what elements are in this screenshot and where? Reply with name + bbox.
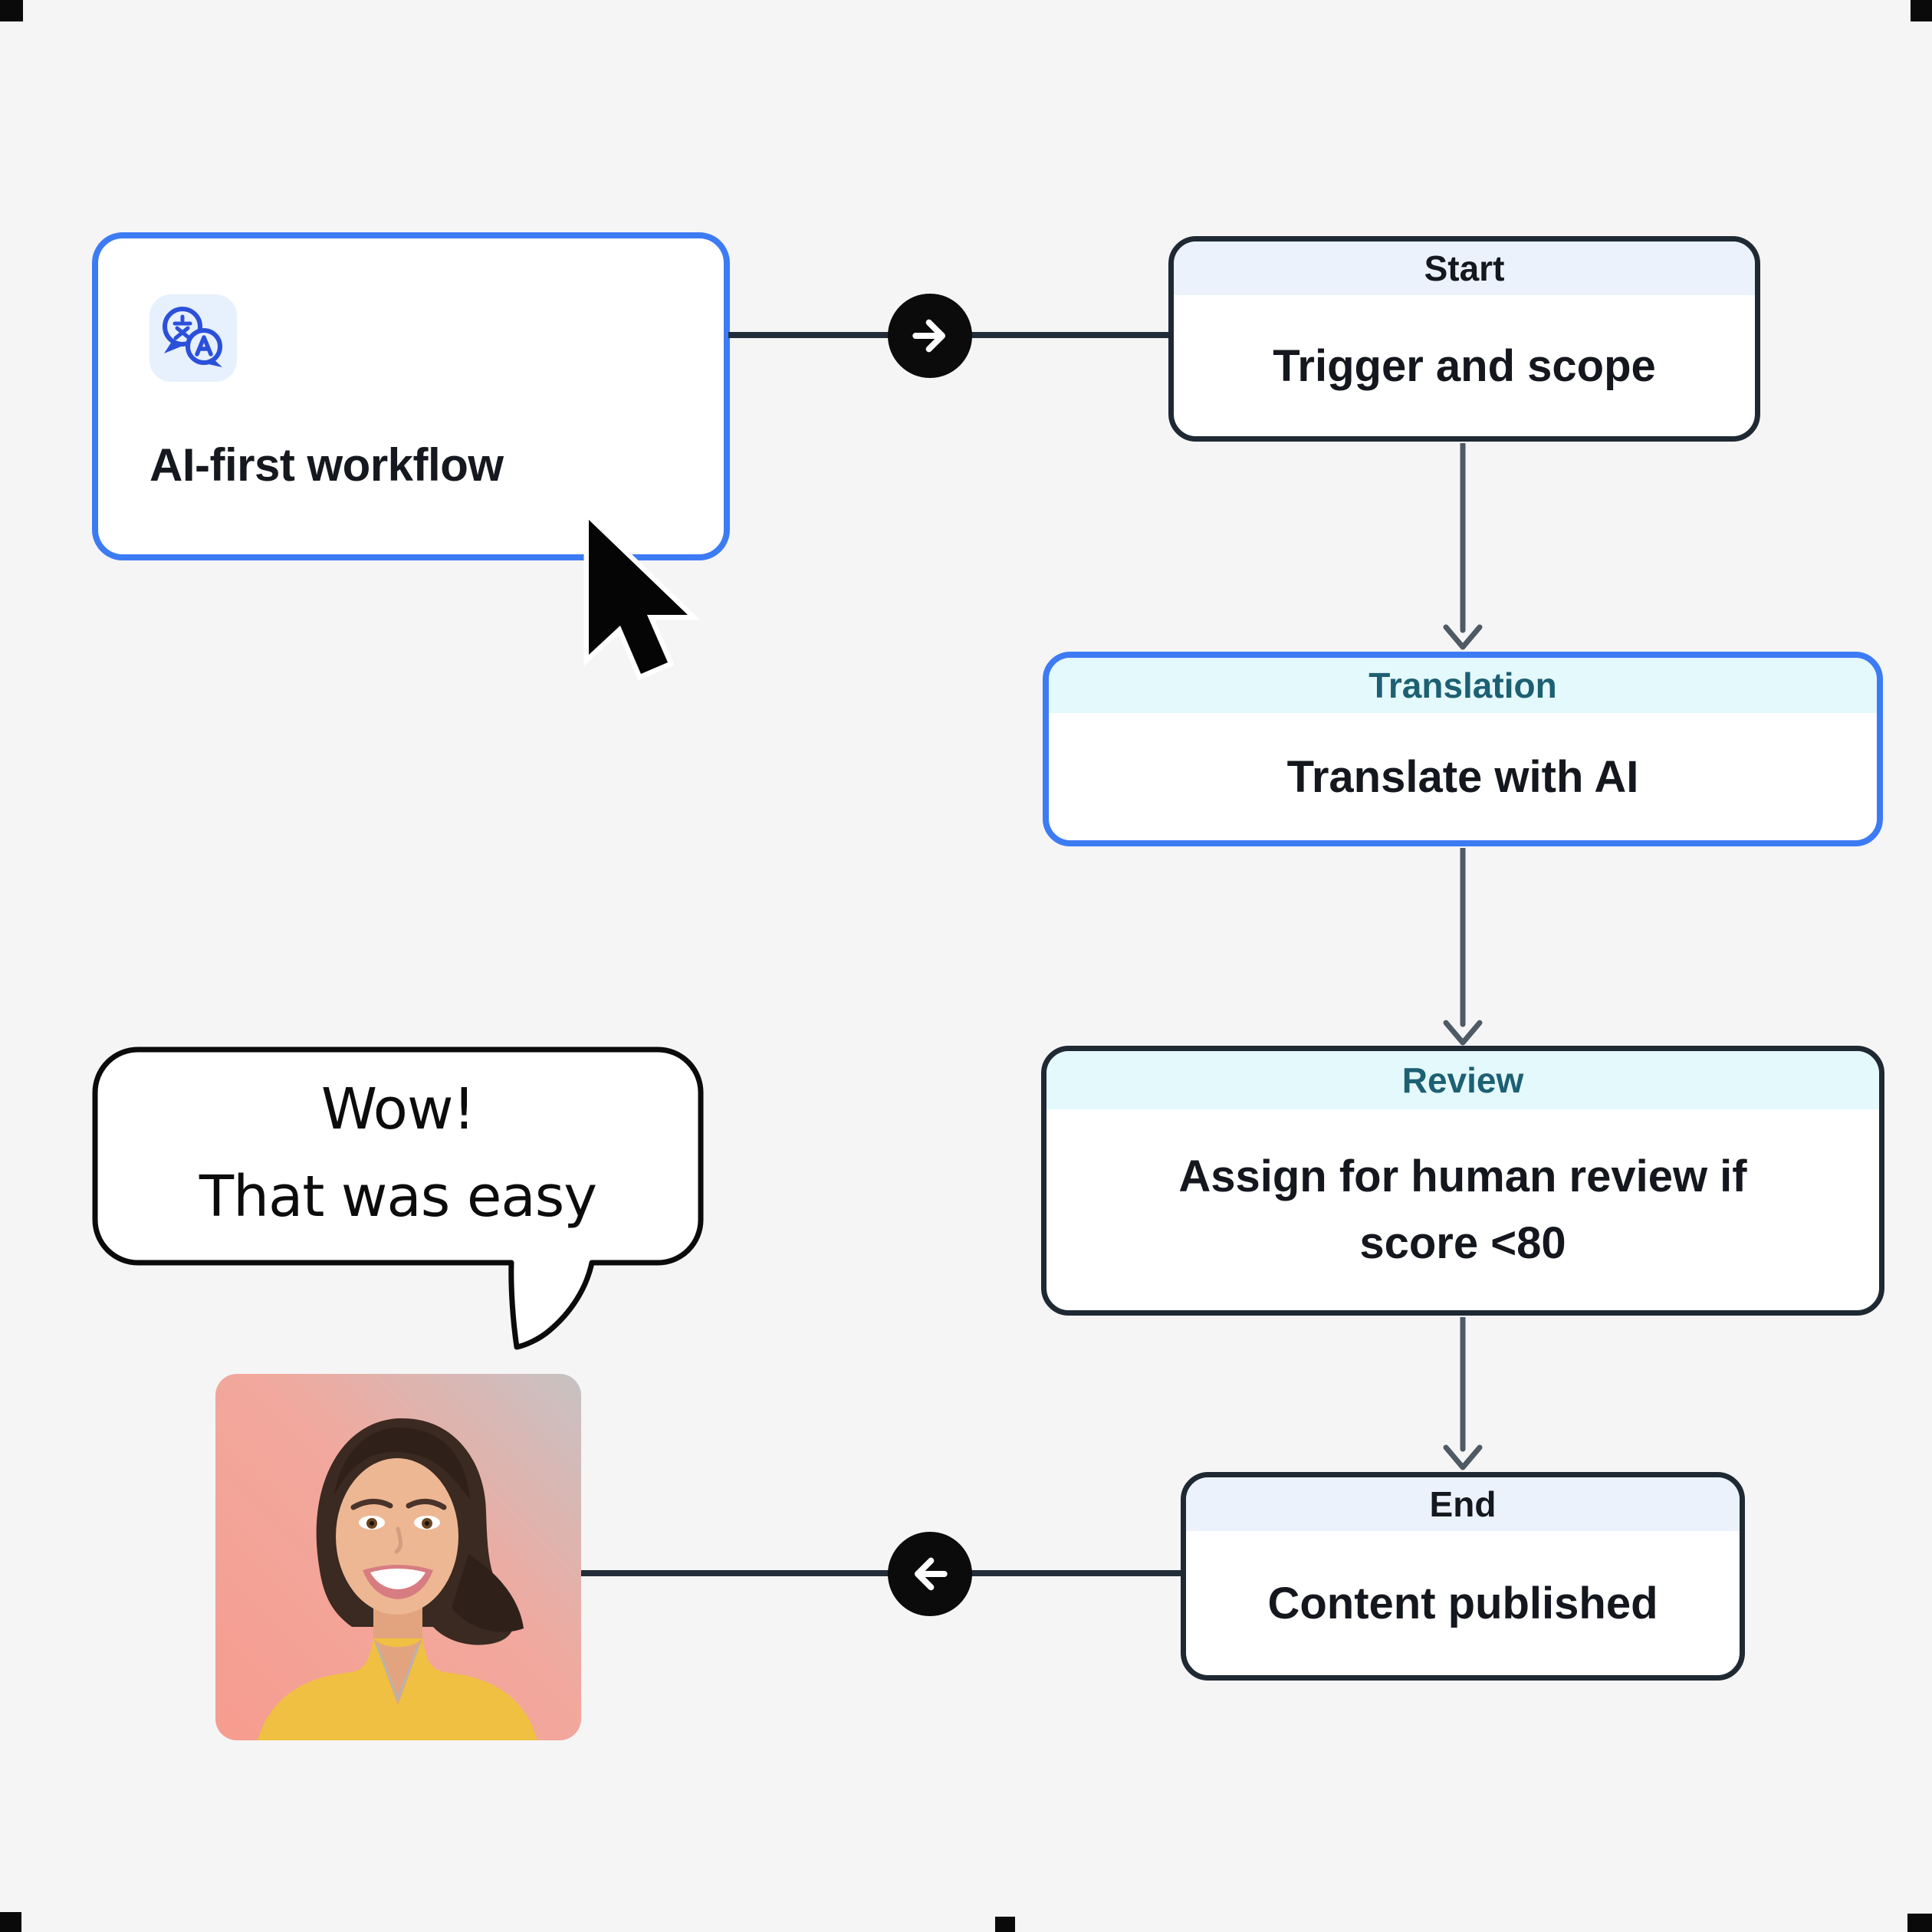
smiling-woman-portrait [215, 1374, 581, 1740]
speech-line-2: That was easy [199, 1164, 597, 1230]
arrow-left-badge [888, 1532, 972, 1616]
node-translation-header: Translation [1049, 658, 1877, 713]
workflow-card[interactable]: AI-first workflow [92, 232, 730, 560]
crop-mark-bottom-right [1907, 1914, 1932, 1932]
arrow-right-badge [888, 294, 972, 378]
node-start-header: Start [1174, 242, 1755, 295]
speech-bubble-text: Wow! That was easy [95, 1066, 701, 1240]
crop-mark-top-left [0, 0, 23, 21]
node-end-body: Content published [1267, 1578, 1658, 1628]
speech-line-1: Wow! [320, 1076, 475, 1142]
node-review[interactable]: Review Assign for human review if score … [1041, 1046, 1884, 1316]
crop-mark-top-right [1911, 0, 1932, 21]
node-start-body: Trigger and scope [1273, 340, 1656, 391]
cursor-arrow-icon [583, 509, 701, 681]
node-end[interactable]: End Content published [1181, 1472, 1745, 1681]
arrow-right-icon [912, 319, 945, 353]
node-start[interactable]: Start Trigger and scope [1168, 236, 1760, 442]
node-review-body: Assign for human review if score <80 [1178, 1152, 1747, 1268]
arrow-start-to-translation [1443, 443, 1483, 650]
arrow-review-to-end [1443, 1317, 1483, 1470]
node-review-header: Review [1046, 1051, 1879, 1109]
arrow-left-icon [915, 1557, 948, 1591]
node-translation[interactable]: Translation Translate with AI [1043, 652, 1883, 846]
node-translation-body: Translate with AI [1286, 751, 1639, 802]
user-photo [215, 1374, 581, 1740]
connector-end-to-user [580, 1570, 1181, 1576]
node-end-header: End [1186, 1477, 1740, 1531]
crop-mark-bottom-center [995, 1917, 1015, 1932]
speech-bubble [92, 1046, 704, 1350]
crop-mark-bottom-left [0, 1912, 21, 1932]
workflow-card-label: AI-first workflow [150, 439, 504, 491]
arrow-translation-to-review [1443, 848, 1483, 1046]
translate-icon [163, 307, 222, 367]
translate-icon-tile [150, 294, 237, 382]
